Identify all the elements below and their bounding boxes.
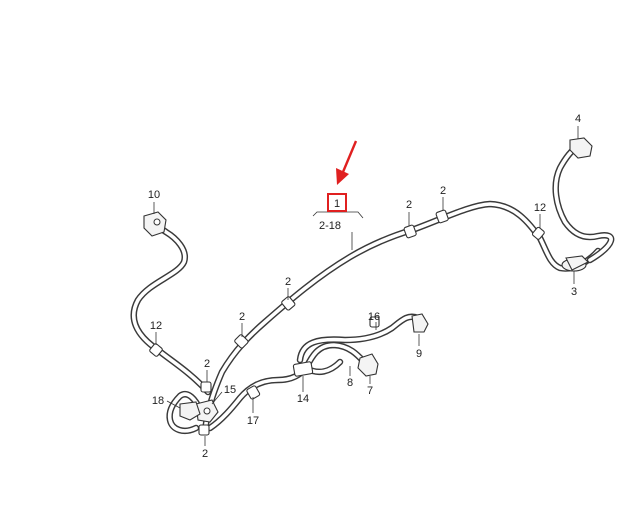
callout-labels: 1 2-18 2 2 2 2 2 2 3 4 7 8 9 10 12 12 14… xyxy=(148,113,581,460)
callout-10[interactable]: 10 xyxy=(148,189,160,201)
callout-2-e[interactable]: 2 xyxy=(204,358,210,370)
callout-2-d[interactable]: 2 xyxy=(239,311,245,323)
branch-hose-7-9 xyxy=(206,313,422,432)
callout-3[interactable]: 3 xyxy=(571,286,577,298)
callout-12-b[interactable]: 12 xyxy=(534,202,546,214)
leader-lines xyxy=(153,126,579,446)
branch-hose-18 xyxy=(166,391,204,434)
callout-4[interactable]: 4 xyxy=(575,113,581,125)
callout-8[interactable]: 8 xyxy=(347,377,353,389)
part-1-highlight-box xyxy=(327,193,347,212)
callout-15[interactable]: 15 xyxy=(224,384,236,396)
connectors xyxy=(143,137,593,423)
highlight-arrow xyxy=(336,140,358,185)
callout-18[interactable]: 18 xyxy=(152,395,164,407)
callout-12-a[interactable]: 12 xyxy=(150,320,162,332)
callout-2-a[interactable]: 2 xyxy=(440,185,446,197)
branch-hose-4 xyxy=(552,142,615,264)
callout-2-c[interactable]: 2 xyxy=(285,276,291,288)
callout-16[interactable]: 16 xyxy=(368,311,380,323)
callout-2-b[interactable]: 2 xyxy=(406,199,412,211)
callout-14[interactable]: 14 xyxy=(297,393,309,405)
callout-9[interactable]: 9 xyxy=(416,348,422,360)
callout-2-18[interactable]: 2-18 xyxy=(319,220,341,232)
callout-2-f[interactable]: 2 xyxy=(202,448,208,460)
callout-7[interactable]: 7 xyxy=(367,385,373,397)
callout-17[interactable]: 17 xyxy=(247,415,259,427)
branch-hose-10 xyxy=(130,218,212,396)
hose-clips xyxy=(149,209,545,436)
callout-1[interactable]: 1 xyxy=(334,198,340,210)
